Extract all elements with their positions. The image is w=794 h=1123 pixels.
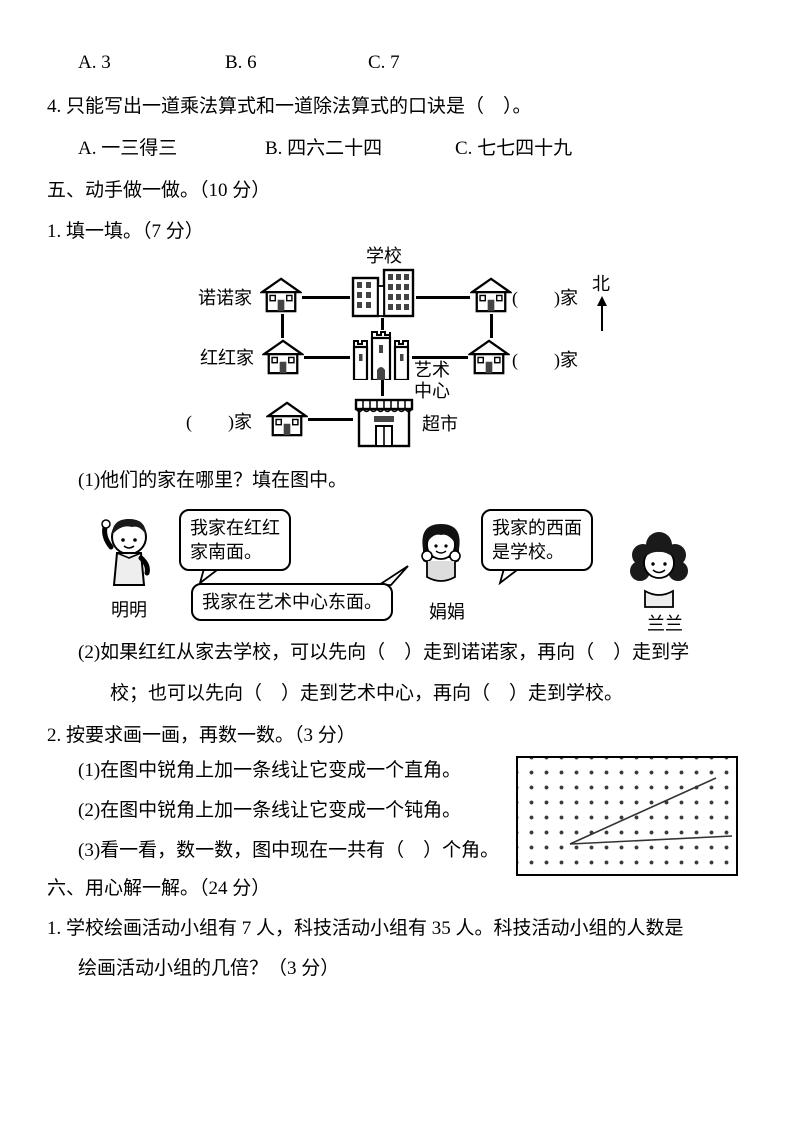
map-label-nuonuo-home: 诺诺家 [198, 288, 252, 308]
art-center-castle-icon [350, 330, 412, 380]
map-road-line [412, 356, 468, 359]
map-label-art-center: 艺术 中心 [414, 360, 450, 401]
map-road-line [304, 356, 350, 359]
map-label-honghong-home: 红红家 [200, 348, 254, 368]
map-road-line [302, 296, 350, 299]
s5-q1-sub2-line1: (2)如果红红从家去学校，可以先向（ ）走到诺诺家，再向（ ）走到学 [78, 642, 690, 663]
boy-mingming-illustration [101, 519, 150, 586]
map-label-school: 学校 [366, 246, 402, 266]
s5-q2-stem: 2. 按要求画一画，再数一数。（3 分） [47, 725, 356, 746]
east-house-icon [468, 338, 510, 376]
school-building-icon [350, 268, 416, 318]
map-label-blank-home-southwest: ( )家 [186, 412, 252, 432]
speech-bubble-middle: 我家在艺术中心东面。 [191, 583, 393, 621]
mingming-name: 明明 [111, 600, 147, 620]
section5-title: 五、动手做一做。（10 分） [47, 180, 271, 201]
dialog-illustration: 明明 我家在红红 家南面。 我家在艺术中心东面。 娟娟 我家的西面 是学校。 [85, 505, 735, 645]
map-label-supermarket: 超市 [422, 414, 458, 434]
map-road-line [381, 380, 384, 396]
neighborhood-map: 学校 诺诺家 ( )家 红红家 艺术 中心 ( )家 ( )家 超市 北 [150, 246, 660, 464]
map-label-blank-home-northeast: ( )家 [512, 288, 578, 308]
q3-option-a: A. 3 [78, 52, 111, 73]
speech-bubble-mingming: 我家在红红 家南面。 [179, 509, 291, 571]
northeast-house-icon [470, 276, 512, 314]
angle-drawing [569, 777, 733, 845]
q4-option-c: C. 七七四十九 [455, 138, 573, 159]
north-arrow-icon [597, 296, 607, 331]
section6-title: 六、用心解一解。（24 分） [47, 878, 271, 899]
s5-q1-sub2-line2: 校；也可以先向（ ）走到艺术中心，再向（ ）走到学校。 [110, 683, 624, 704]
southwest-house-icon [266, 400, 308, 438]
q4-option-a: A. 一三得三 [78, 138, 178, 159]
map-road-line [490, 314, 493, 338]
lanlan-name: 兰兰 [647, 614, 683, 634]
s6-q1-line2: 绘画活动小组的几倍？（3 分） [78, 958, 340, 979]
q3-option-b: B. 6 [225, 52, 257, 73]
q4-option-b: B. 四六二十四 [265, 138, 383, 159]
juanjuan-name: 娟娟 [429, 602, 465, 622]
s5-q2-sub3: (3)看一看，数一数，图中现在一共有（ ）个角。 [78, 840, 500, 861]
girl-lanlan-illustration [630, 532, 688, 608]
north-label: 北 [592, 274, 610, 294]
s5-q2-sub2: (2)在图中锐角上加一条线让它变成一个钝角。 [78, 800, 462, 821]
honghong-house-icon [262, 338, 304, 376]
speech-bubble-right: 我家的西面 是学校。 [481, 509, 593, 571]
map-road-line [416, 296, 470, 299]
girl-juanjuan-illustration [421, 524, 461, 582]
map-label-blank-home-east: ( )家 [512, 350, 578, 370]
s5-q2-sub1: (1)在图中锐角上加一条线让它变成一个直角。 [78, 760, 462, 781]
q3-option-c: C. 7 [368, 52, 400, 73]
map-road-line [381, 318, 384, 330]
map-road-line [308, 418, 353, 421]
map-road-line [281, 314, 284, 338]
nuonuo-house-icon [260, 276, 302, 314]
s6-q1-line1: 1. 学校绘画活动小组有 7 人，科技活动小组有 35 人。科技活动小组的人数是 [47, 918, 684, 939]
s5-q1-sub1: (1)他们的家在哪里？填在图中。 [78, 470, 348, 491]
s5-q1-stem: 1. 填一填。（7 分） [47, 221, 204, 242]
q4-stem: 4. 只能写出一道乘法算式和一道除法算式的口诀是（ ）。 [47, 96, 532, 117]
supermarket-icon [353, 396, 415, 448]
dot-grid-box [516, 756, 738, 876]
